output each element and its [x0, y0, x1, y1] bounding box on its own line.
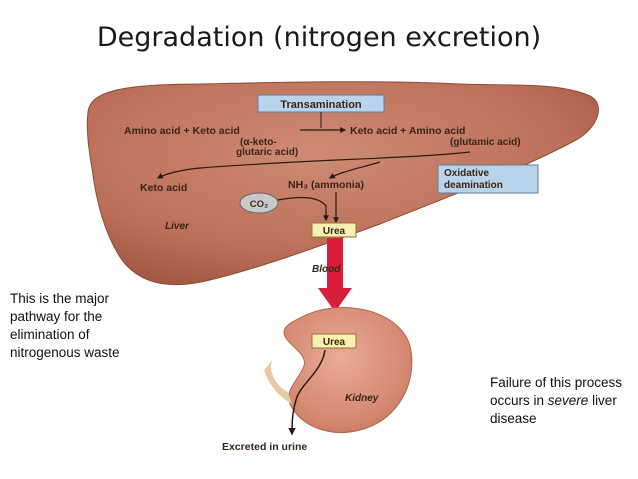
kidney-shape: [283, 307, 413, 433]
reaction-left-sub2: glutaric acid): [236, 147, 298, 158]
oxidative-label-line2: deamination: [444, 180, 503, 191]
right-note-emphasis: severe: [547, 393, 589, 408]
reaction-left-sub1: (α-keto-: [240, 137, 277, 148]
excreted-label: Excreted in urine: [222, 441, 307, 453]
reaction-left: Amino acid + Keto acid: [124, 125, 240, 137]
oxidative-deamination-box: [437, 164, 539, 194]
right-note-after: liver disease: [490, 393, 617, 426]
ureter-path: [288, 349, 326, 436]
right-note-before: Failure of this process occurs in: [490, 375, 623, 408]
page-title: Degradation (nitrogen excretion): [96, 22, 542, 53]
ureter-shadow: [264, 360, 292, 404]
deamination-arrow: [156, 151, 471, 179]
right-note: Failure of this process occurs in severe…: [490, 374, 638, 428]
reaction-right: Keto acid + Amino acid: [350, 125, 465, 137]
keto-acid-label: Keto acid: [140, 182, 187, 194]
urea-liver-box: [311, 222, 357, 238]
kidney-label: Kidney: [345, 393, 379, 404]
co2-bubble: [239, 192, 279, 214]
blood-arrow-head: [318, 288, 352, 312]
urea-kidney-label: Urea: [323, 337, 346, 348]
urea-liver-label: Urea: [323, 226, 346, 237]
liver-shape: [86, 81, 599, 286]
blood-arrow-shaft: [327, 238, 343, 290]
co2-label: CO₂: [250, 199, 268, 210]
transamination-label: Transamination: [280, 99, 362, 111]
oxidative-label-line1: Oxidative: [444, 168, 489, 179]
blood-label: Blood: [312, 264, 341, 275]
urea-kidney-box: [311, 333, 357, 349]
nh3-branch-arrow: [328, 161, 381, 179]
reaction-right-sub: (glutamic acid): [450, 137, 521, 148]
liver-label: Liver: [165, 221, 190, 232]
left-note: This is the major pathway for the elimin…: [10, 291, 120, 360]
nh3-label: NH₃ (ammonia): [288, 179, 364, 191]
co2-to-urea-arrow: [277, 196, 329, 222]
